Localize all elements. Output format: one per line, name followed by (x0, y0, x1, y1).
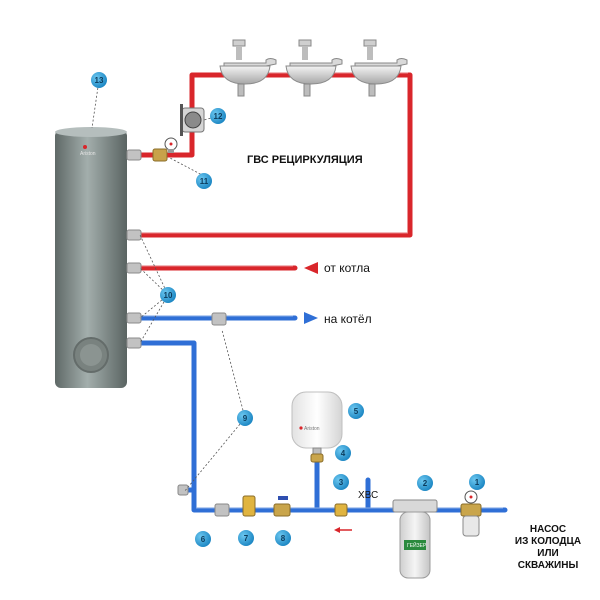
svg-text:12: 12 (214, 112, 223, 121)
pump-source-label: НАСОС ИЗ КОЛОДЦА ИЛИ СКВАЖИНЫ (515, 524, 581, 571)
svg-text:11: 11 (200, 177, 209, 186)
cold-supply-pipe (133, 340, 508, 513)
safety-valve (242, 495, 256, 517)
svg-text:4: 4 (341, 449, 346, 458)
callout-2: 2 (417, 475, 433, 491)
callout-12: 12 (210, 108, 226, 124)
svg-text:2: 2 (423, 479, 428, 488)
pump-label-line1: НАСОС (530, 524, 566, 535)
arrow-from-boiler-icon (304, 262, 318, 274)
callout-1: 1 (469, 474, 485, 490)
check-valve (334, 503, 348, 517)
callout-9: 9 (237, 410, 253, 426)
leader-lines (91, 79, 246, 493)
faucet-1 (219, 39, 277, 97)
svg-text:9: 9 (243, 414, 248, 423)
hot-pipes (133, 72, 413, 271)
tank-brand: Ariston (80, 151, 96, 157)
expansion-tank: Ariston (291, 391, 343, 459)
ball-valve (273, 503, 291, 517)
svg-text:13: 13 (95, 76, 104, 85)
faucet-2 (285, 39, 343, 97)
pump-label-line3: ИЛИ (537, 548, 558, 559)
recirculation-valve-group (152, 137, 178, 162)
water-filter: ГЕЙЗЕР (392, 499, 438, 579)
pressure-reducer-filter (460, 490, 482, 537)
diagram-title: ГВС РЕЦИРКУЛЯЦИЯ (247, 154, 363, 166)
svg-text:5: 5 (354, 407, 359, 416)
callout-11: 11 (196, 173, 212, 189)
callout-6: 6 (195, 531, 211, 547)
label-from-boiler: от котла (324, 261, 370, 275)
filter-brand: ГЕЙЗЕР (407, 541, 427, 549)
label-cold-water: ХВС (358, 490, 378, 501)
tank-logo-icon (83, 145, 87, 149)
flow-arrows (304, 262, 352, 533)
svg-text:10: 10 (164, 291, 173, 300)
circulation-pump (180, 104, 205, 136)
callouts: 1 2 3 4 5 6 7 8 9 10 11 12 13 (91, 72, 485, 547)
callout-8: 8 (275, 530, 291, 546)
svg-text:3: 3 (339, 478, 344, 487)
label-to-boiler: на котёл (324, 312, 372, 326)
to-boiler-tee (211, 312, 227, 326)
arrow-flow-left-icon (334, 527, 340, 533)
pump-label-line2: ИЗ КОЛОДЦА (515, 536, 581, 547)
pump-label-line4: СКВАЖИНЫ (518, 560, 579, 571)
filter-label-plate (404, 540, 426, 550)
callout-5: 5 (348, 403, 364, 419)
svg-text:6: 6 (201, 535, 206, 544)
callout-3: 3 (333, 474, 349, 490)
tank-fittings (126, 149, 142, 349)
expansion-brand: Ariston (304, 426, 320, 432)
arrow-to-boiler-icon (304, 312, 318, 324)
callout-4: 4 (335, 445, 351, 461)
cold-line-valves (177, 453, 348, 517)
callout-7: 7 (238, 530, 254, 546)
svg-text:1: 1 (475, 478, 480, 487)
boiler-tank: Ariston (55, 127, 127, 388)
svg-text:7: 7 (244, 534, 249, 543)
expansion-valve (310, 453, 324, 463)
callout-10: 10 (160, 287, 176, 303)
callout-13: 13 (91, 72, 107, 88)
faucet-3 (350, 39, 408, 97)
drain-valve (177, 484, 189, 496)
svg-text:8: 8 (281, 534, 286, 543)
